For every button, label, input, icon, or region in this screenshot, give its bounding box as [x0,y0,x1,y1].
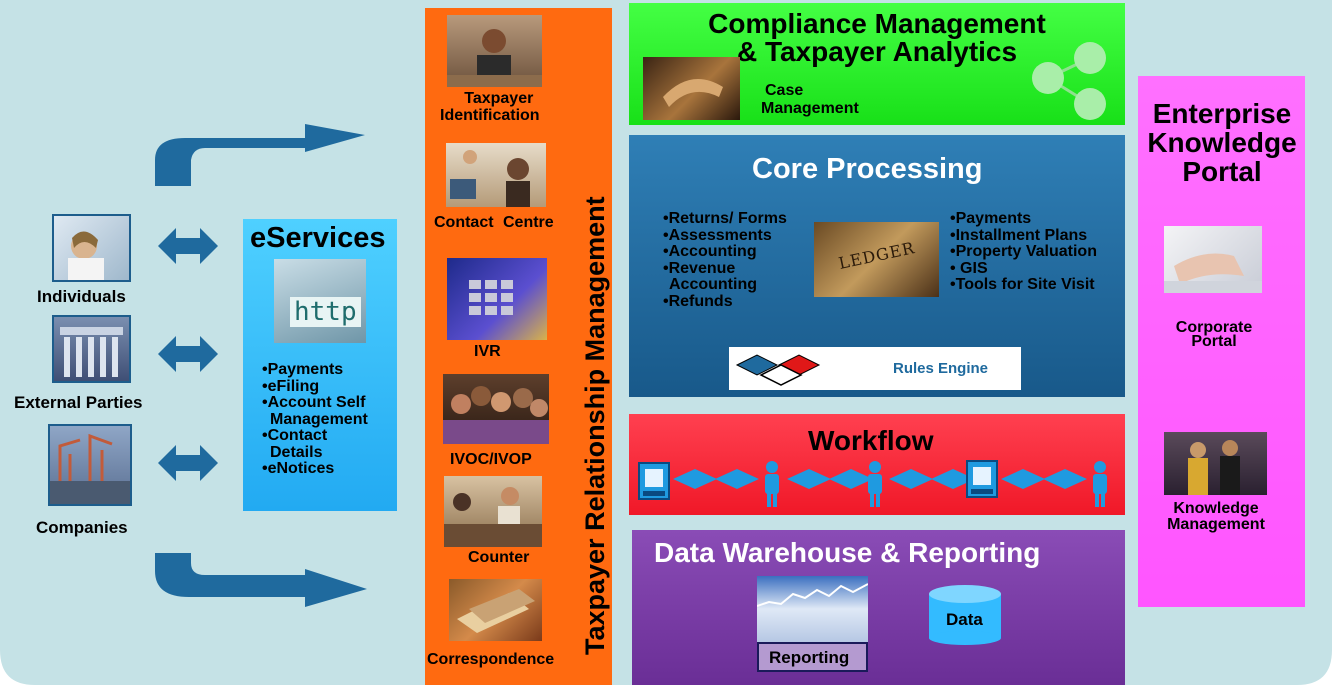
list-item: •Returns/ Forms [663,210,787,227]
ivr-keypad-photo [447,258,547,340]
list-item: •Revenue [663,259,736,277]
knowledge-portal-panel [1138,76,1305,607]
ledger-photo: LEDGER [814,222,939,297]
eservices-title: eServices [250,222,386,254]
ivoc-ivop-photo [443,374,549,444]
ivr-label: IVR [474,343,501,360]
data-warehouse-panel [632,530,1125,685]
list-item: Management [270,410,368,428]
list-item: • GIS [950,259,988,277]
list-item: •Assessments [663,226,772,244]
list-item: •Payments [262,361,344,378]
share-network-icon [1032,42,1106,120]
rules-engine-box: Rules Engine [729,347,1021,390]
corporate-portal-label: Corporate Portal [1175,319,1253,350]
list-item: Accounting [669,276,757,293]
double-arrow-icon [158,445,218,481]
computer-icon [638,462,670,500]
data-warehouse-title: Data Warehouse & Reporting [654,537,1041,568]
companies-photo [48,424,132,506]
curved-arrow-bottom-icon [155,553,367,607]
external-parties-photo [52,315,131,383]
knowledge-management-label: Knowledge Management [1167,500,1265,533]
workflow-diamond-icon [673,469,759,489]
compliance-title: Compliance Management & Taxpayer Analyti… [708,8,1046,67]
taxpayer-identification-label: Taxpayer Identification [440,90,540,124]
counter-label: Counter [468,549,530,566]
person-icon [765,461,779,507]
http-icon: http [274,259,366,343]
correspondence-label: Correspondence [427,651,555,668]
list-item: •Property Valuation [950,243,1097,260]
list-item: •Tools for Site Visit [950,276,1095,293]
companies-label: Companies [36,518,128,537]
curved-arrow-top-icon [155,124,365,186]
double-arrow-icon [158,336,218,372]
double-arrow-icon [158,228,218,264]
contact-label: Contact [434,214,494,231]
corporate-portal-photo [1164,226,1262,293]
trm-title: Taxpayer Relationship Management [580,196,610,655]
computer-icon [966,460,998,498]
taxpayer-identification-photo [447,15,542,87]
reporting-label-box: Reporting [757,642,868,672]
centre-label: Centre [503,214,554,231]
data-label: Data [946,610,983,629]
core-right-list: •Payments •Installment Plans •Property V… [950,210,1097,294]
external-parties-label: External Parties [14,393,143,412]
workflow-diamond-icon [1001,469,1087,489]
list-item: •eNotices [262,460,335,477]
core-processing-title: Core Processing [752,153,983,185]
workflow-title: Workflow [808,425,934,456]
case-management-photo [643,57,740,120]
rules-engine-icon [735,354,821,386]
list-item: •Refunds [663,292,733,310]
individuals-label: Individuals [37,287,126,306]
workflow-diamond-icon [787,469,873,489]
individuals-photo [52,214,131,282]
workflow-diamond-icon [889,469,975,489]
list-item: Details [270,443,323,461]
rules-engine-label: Rules Engine [893,360,989,377]
ivoc-ivop-label: IVOC/IVOP [450,451,532,468]
case-management-label: Case Management [761,82,859,117]
list-item: •eFiling [262,377,320,395]
contact-centre-photo [446,143,546,207]
trm-panel [425,8,612,685]
list-item: •Accounting [663,243,757,260]
list-item: •Installment Plans [950,226,1088,244]
person-icon [1093,461,1107,507]
list-item: •Payments [950,210,1032,227]
person-icon [868,461,882,507]
database-icon [929,585,1001,645]
list-item: •Contact [262,427,328,444]
list-item: •Account Self [262,394,366,411]
knowledge-portal-title: Enterprise Knowledge Portal [1147,98,1297,187]
correspondence-photo [449,579,542,641]
reporting-chart-photo [757,576,868,642]
counter-photo [444,476,542,547]
knowledge-management-photo [1164,432,1267,495]
eservices-list: •Payments •eFiling •Account Self Managem… [262,361,368,478]
core-left-list: •Returns/ Forms •Assessments •Accounting… [663,210,787,310]
workflow-diagram [638,460,1107,507]
